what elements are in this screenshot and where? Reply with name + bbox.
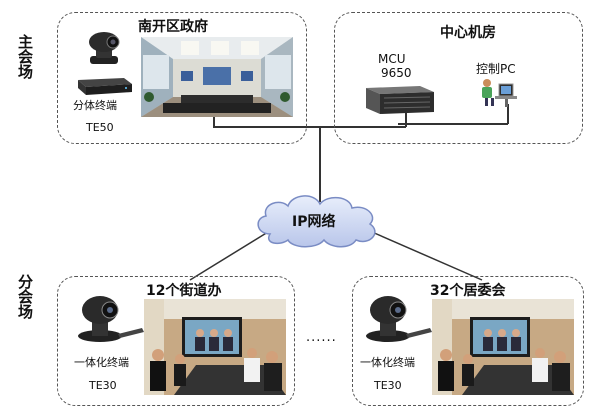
- main-terminal-model: TE50: [86, 121, 114, 134]
- main-venue-label-text: 主会场: [16, 34, 34, 79]
- sub-left-terminal-name: 一体化终端: [74, 356, 129, 369]
- ip-network-label: IP网络: [292, 214, 336, 230]
- conn-pc: [398, 123, 508, 125]
- operator-pc-icon: [482, 79, 517, 107]
- conn-pc-down: [507, 104, 509, 124]
- sub-right-terminal-model: TE30: [374, 379, 402, 392]
- sub-venue-right-title: 32个居委会: [430, 283, 506, 299]
- main-venue-label: 主会场: [14, 34, 34, 85]
- main-venue-title: 南开区政府: [138, 19, 208, 35]
- integrated-terminal-icon-right: [366, 296, 432, 342]
- cloud-icon: [257, 195, 376, 248]
- conn-main-down: [213, 117, 215, 127]
- conn-to-cloud: [319, 126, 321, 202]
- camera-icon: [89, 32, 120, 64]
- sub-venue-left-box: [57, 276, 295, 406]
- main-terminal-name: 分体终端: [73, 99, 117, 112]
- sub-venue-label: 分会场: [14, 274, 34, 325]
- main-venue-box: [57, 12, 307, 144]
- sub-venue-left-title: 12个街道办: [146, 283, 222, 299]
- meeting-room-photo-left: [144, 299, 286, 395]
- mcu-label-2: 9650: [381, 66, 412, 80]
- sub-right-terminal-name: 一体化终端: [360, 356, 415, 369]
- sub-left-terminal-model: TE30: [89, 379, 117, 392]
- integrated-terminal-icon: [78, 296, 144, 342]
- conn-mcu-down: [405, 102, 407, 127]
- data-center-box: [334, 12, 583, 144]
- more-venues-ellipsis: ......: [306, 330, 337, 345]
- control-pc-label: 控制PC: [476, 62, 516, 76]
- conn-horizontal: [213, 126, 406, 128]
- terminal-box-icon: [78, 78, 132, 95]
- mcu-label-1: MCU: [378, 52, 406, 66]
- data-center-title: 中心机房: [440, 25, 496, 41]
- conference-hall-photo: [141, 37, 293, 117]
- sub-venue-label-text: 分会场: [16, 274, 34, 319]
- meeting-room-photo-right: [432, 299, 574, 395]
- mcu-server-icon: [366, 86, 434, 114]
- sub-venue-right-box: [352, 276, 584, 406]
